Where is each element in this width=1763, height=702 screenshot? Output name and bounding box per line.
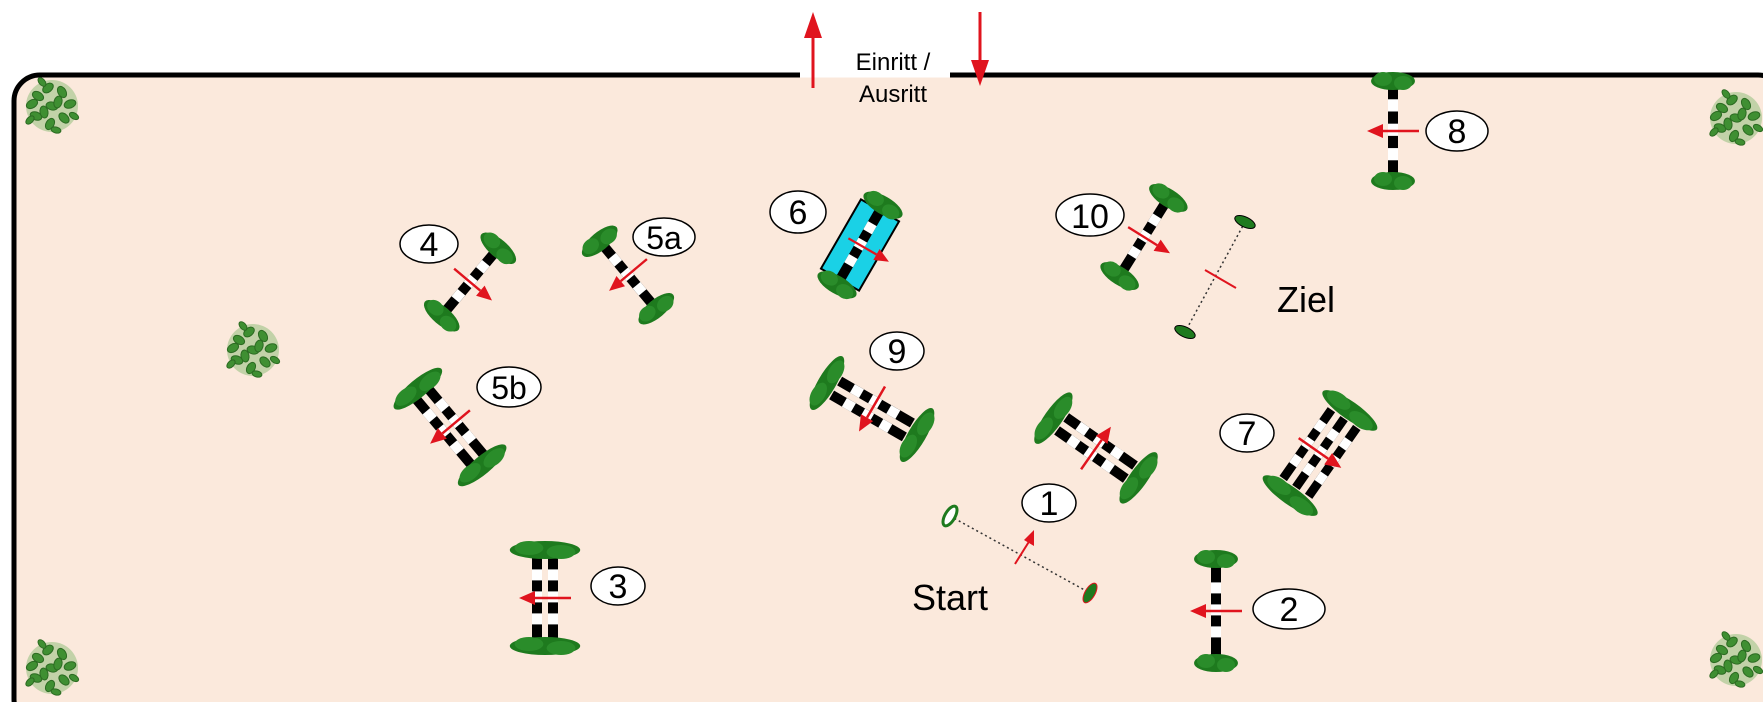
svg-text:6: 6 xyxy=(789,194,808,232)
fence-number-2: 2 xyxy=(1252,588,1326,630)
fence-number-10: 10 xyxy=(1055,193,1125,237)
svg-text:3: 3 xyxy=(609,568,628,606)
svg-text:5b: 5b xyxy=(491,370,527,406)
svg-text:5a: 5a xyxy=(646,220,682,256)
svg-text:4: 4 xyxy=(420,226,439,264)
svg-text:2: 2 xyxy=(1280,591,1299,629)
start-label: Start xyxy=(912,577,988,618)
svg-text:8: 8 xyxy=(1448,113,1467,151)
fence-number-5a: 5a xyxy=(632,217,696,257)
start-line xyxy=(941,504,1098,604)
svg-text:1: 1 xyxy=(1040,485,1059,523)
entrance-in-arrow-icon xyxy=(804,12,822,88)
fence-number-1: 1 xyxy=(1021,483,1077,523)
fence-6 xyxy=(813,186,907,304)
finish-label: Ziel xyxy=(1277,279,1335,320)
fence-number-9: 9 xyxy=(869,331,925,371)
svg-text:10: 10 xyxy=(1071,198,1109,236)
fence-number-4: 4 xyxy=(399,224,459,264)
fence-number-5b: 5b xyxy=(476,366,542,408)
fence-number-7: 7 xyxy=(1219,413,1275,453)
svg-text:7: 7 xyxy=(1238,415,1257,453)
arena xyxy=(11,72,1763,702)
entrance-label-line2: Ausritt xyxy=(859,81,927,108)
svg-text:9: 9 xyxy=(888,333,907,371)
fence-number-6: 6 xyxy=(769,190,827,234)
entrance-out-arrow-icon xyxy=(971,12,989,86)
entrance-label-line1: Einritt / xyxy=(856,49,931,76)
finish-line xyxy=(1174,215,1256,339)
fence-number-3: 3 xyxy=(590,566,646,606)
fence-number-8: 8 xyxy=(1425,110,1489,152)
